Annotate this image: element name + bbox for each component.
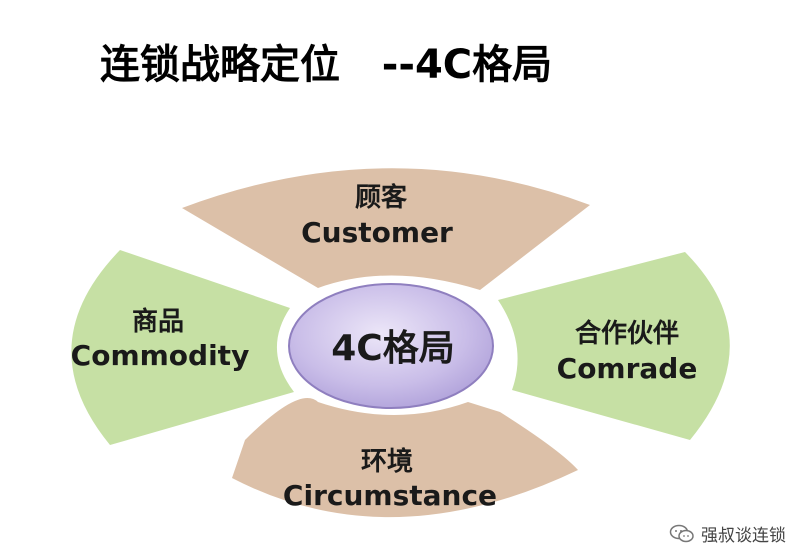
center-label: 4C格局 xyxy=(331,328,454,369)
segment-top-zh: 顾客 xyxy=(355,182,408,213)
center-ellipse xyxy=(288,283,494,409)
segment-right-shape xyxy=(498,252,730,440)
wechat-icon xyxy=(669,524,694,542)
segment-left-en: Commodity xyxy=(71,339,250,372)
segment-left-shape xyxy=(71,250,294,445)
segment-right-zh: 合作伙伴 xyxy=(575,318,679,349)
watermark: 强叔谈连锁 xyxy=(669,521,786,546)
watermark-text: 强叔谈连锁 xyxy=(701,526,786,546)
segment-bottom-zh: 环境 xyxy=(361,446,413,477)
segment-bottom-en: Circumstance xyxy=(283,479,497,512)
segment-left-zh: 商品 xyxy=(132,306,184,337)
segment-right-en: Comrade xyxy=(557,352,698,385)
segment-top-en: Customer xyxy=(301,216,453,249)
slide-title: 连锁战略定位 --4C格局 xyxy=(100,42,553,88)
segment-bottom-shape xyxy=(232,397,578,518)
segment-top-shape xyxy=(182,168,590,290)
